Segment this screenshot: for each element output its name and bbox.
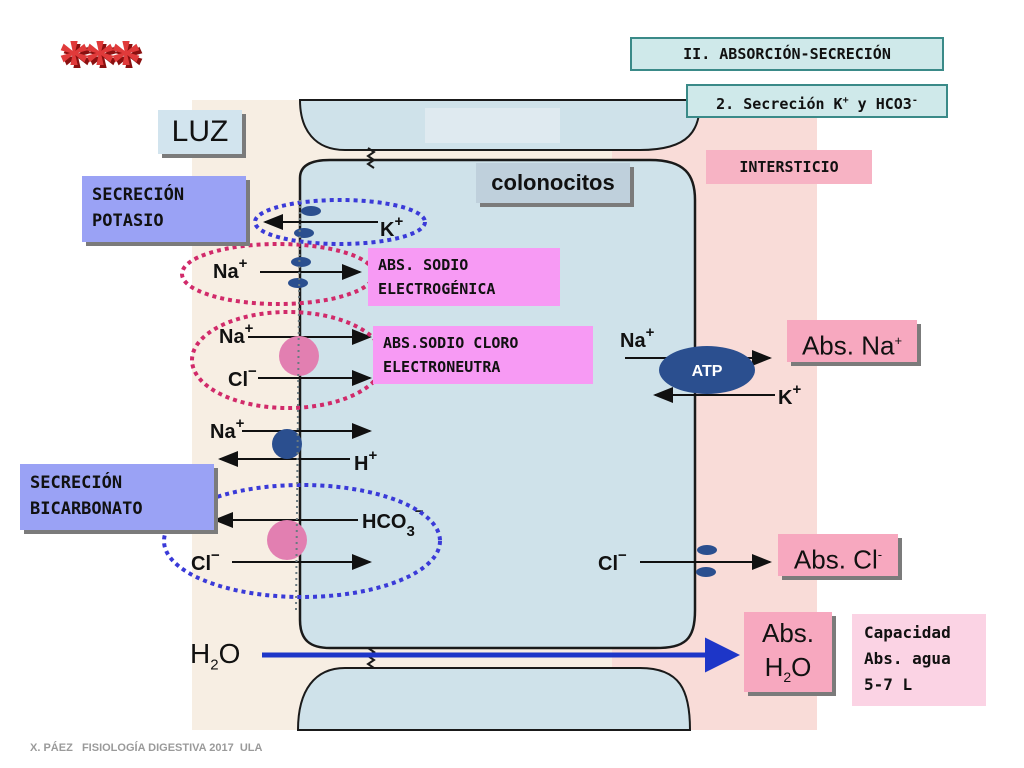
k-channel-top — [301, 206, 321, 216]
water-absorption-callout: Abs. H2O — [744, 612, 832, 692]
na-electrogenic-highlight — [180, 242, 376, 306]
cl-basolateral-label: Cl− — [598, 547, 627, 575]
na-electrogenic-label: Na+ — [213, 255, 248, 283]
chloride-absorption-callout: Abs. Cl- — [778, 534, 898, 576]
electroneutral-nacl-callout: ABS.SODIO CLORO ELECTRONEUTRA — [373, 326, 593, 384]
potassium-secretion-callout: SECRECIÓN POTASIO — [82, 176, 246, 242]
bicarbonate-secretion-callout: SECRECIÓN BICARBONATO — [20, 464, 214, 530]
interstitium-label: INTERSTICIO — [706, 150, 872, 184]
k-pump-label: K+ — [778, 381, 801, 409]
cl-cotransport-label: Cl− — [228, 363, 257, 391]
atp-pump — [659, 346, 755, 394]
na-channel-bottom — [288, 278, 308, 288]
stars-decoration: *** — [58, 26, 142, 97]
k-channel-bottom — [294, 228, 314, 238]
k-secretion-highlight — [253, 198, 427, 246]
lumen-label: LUZ — [158, 110, 242, 154]
footer-credit: X. PÁEZ FISIOLOGÍA DIGESTIVA 2017 ULA — [30, 742, 263, 754]
sodium-absorption-callout: Abs. Na+ — [787, 320, 917, 362]
na-channel-top — [291, 257, 311, 267]
nah-exchanger — [272, 429, 302, 459]
section-title: II. ABSORCIÓN-SECRECIÓN — [630, 37, 944, 71]
hco3-label: HCO3− — [362, 503, 424, 540]
colonocytes-label: colonocitos — [476, 163, 630, 203]
water-capacity-callout: Capacidad Abs. agua 5-7 L — [852, 614, 986, 706]
h-exchanger-label: H+ — [354, 447, 377, 475]
bicarbonate-highlight — [162, 483, 442, 599]
water-label: H2O — [190, 638, 241, 674]
cl-exchanger-label: Cl− — [191, 547, 220, 575]
atp-label: ATP — [692, 363, 723, 380]
cl-channel-top — [697, 545, 717, 555]
hco3-cl-exchanger — [267, 520, 307, 560]
k-label: K+ — [380, 213, 403, 241]
na-exchanger-label: Na+ — [210, 415, 245, 443]
cl-channel-bottom — [696, 567, 716, 577]
na-pump-label: Na+ — [620, 324, 655, 352]
na-cotransport-label: Na+ — [219, 320, 254, 348]
electrogenic-sodium-callout: ABS. SODIO ELECTROGÉNICA — [368, 248, 560, 306]
subsection-title: 2. Secreción K+ y HCO3- — [686, 84, 948, 118]
